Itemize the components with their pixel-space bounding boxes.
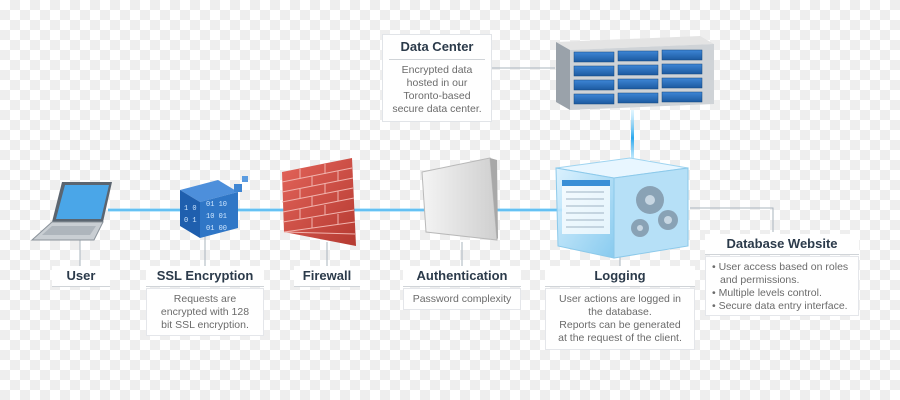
logging-cube-icon [555,157,689,259]
svg-text:01 00: 01 00 [206,225,227,233]
logging-desc-4: at the request of the client. [558,332,682,344]
leader-dbsite [690,207,774,232]
ssl-desc-2: encrypted with 128 [160,306,250,318]
logging-title: Logging [545,266,695,287]
logging-desc-2: the database. [588,306,652,318]
svg-text:1 0: 1 0 [184,205,197,213]
svg-text:0 1: 0 1 [184,217,197,225]
datacenter-desc-4: secure data center. [392,103,482,115]
dbsite-title: Database Website [705,234,859,255]
ssl-title: SSL Encryption [146,266,264,287]
dbsite-item-1-cont: and permissions. [720,274,800,286]
datacenter-card: Data Center Encrypted data hosted in our… [382,34,492,122]
logging-desc-3: Reports can be generated [559,319,681,331]
user-title: User [52,266,110,287]
connector-vertical [631,110,634,166]
ssl-desc-card: Requests are encrypted with 128 bit SSL … [146,288,264,336]
ssl-desc-1: Requests are [173,293,237,305]
authentication-panel-icon [421,157,498,241]
encryption-cube-icon: 1 0 0 1 01 10 10 01 01 00 [180,176,248,238]
laptop-icon [30,182,112,241]
auth-desc-1: Password complexity [412,293,512,305]
svg-text:01 10: 01 10 [206,201,227,209]
dbsite-item-2: • Multiple levels control. [712,287,822,299]
ssl-desc-3: bit SSL encryption. [161,319,249,331]
auth-title: Authentication [403,266,521,287]
datacenter-desc-1: Encrypted data [401,64,473,76]
server-rack-icon [556,36,714,110]
firewall-icon [281,158,356,246]
logging-desc-card: User actions are logged in the database.… [545,288,695,350]
dbsite-item-1: • User access based on roles [712,261,849,273]
firewall-title: Firewall [294,266,360,287]
datacenter-title: Data Center [400,39,474,54]
datacenter-desc-3: Toronto-based [403,90,471,102]
auth-desc-card: Password complexity [403,288,521,310]
logging-desc-1: User actions are logged in [559,293,681,305]
datacenter-divider [389,59,485,60]
svg-text:10 01: 10 01 [206,213,227,221]
dbsite-desc-card: • User access based on roles and permiss… [705,256,859,316]
datacenter-desc-2: hosted in our [406,77,468,89]
dbsite-item-3: • Secure data entry interface. [712,300,848,312]
